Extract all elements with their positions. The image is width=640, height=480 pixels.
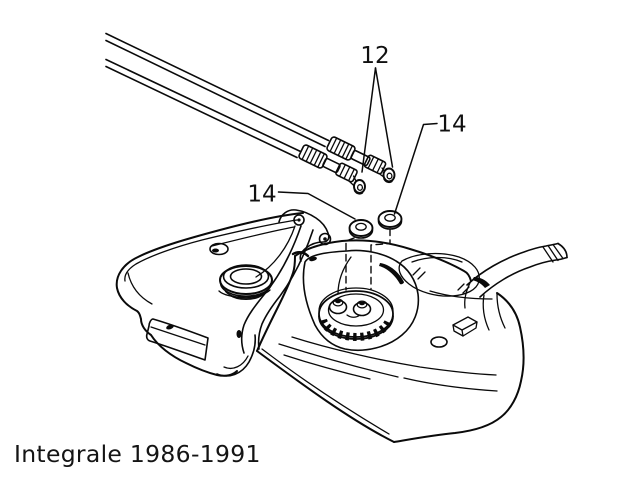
filler-pipe [464, 242, 568, 331]
fuel-hose-upper [105, 32, 396, 184]
fuel-hose-lower [105, 58, 366, 195]
sealing-washer-right [377, 210, 403, 230]
sealing-washer-left [348, 219, 374, 239]
pump-recess [302, 249, 420, 351]
lock-ring-teeth [319, 318, 393, 341]
drain-oval [430, 336, 448, 348]
leader-12-right [374, 67, 394, 168]
hose-bracket [278, 209, 332, 262]
filler-neck-ring [219, 264, 273, 300]
callout-12-label[interactable]: 12 [360, 43, 389, 69]
callout-14-left-label[interactable]: 14 [247, 182, 276, 208]
alignment-dashed-lines [345, 228, 391, 291]
vent-hole [209, 242, 229, 256]
fuel-tank-left-half [115, 212, 314, 377]
tank-boss [145, 318, 209, 361]
leader-14-left [277, 191, 356, 220]
mount-tab [452, 316, 478, 331]
fuel-tank-right-half [256, 239, 525, 443]
diagram-caption: Integrale 1986-1991 [14, 440, 261, 468]
callout-14-right-label[interactable]: 14 [437, 112, 466, 138]
callout-leaders [277, 67, 438, 220]
leader-14-right [393, 122, 438, 215]
leader-12-left [361, 67, 377, 173]
pump-flange [318, 287, 394, 341]
